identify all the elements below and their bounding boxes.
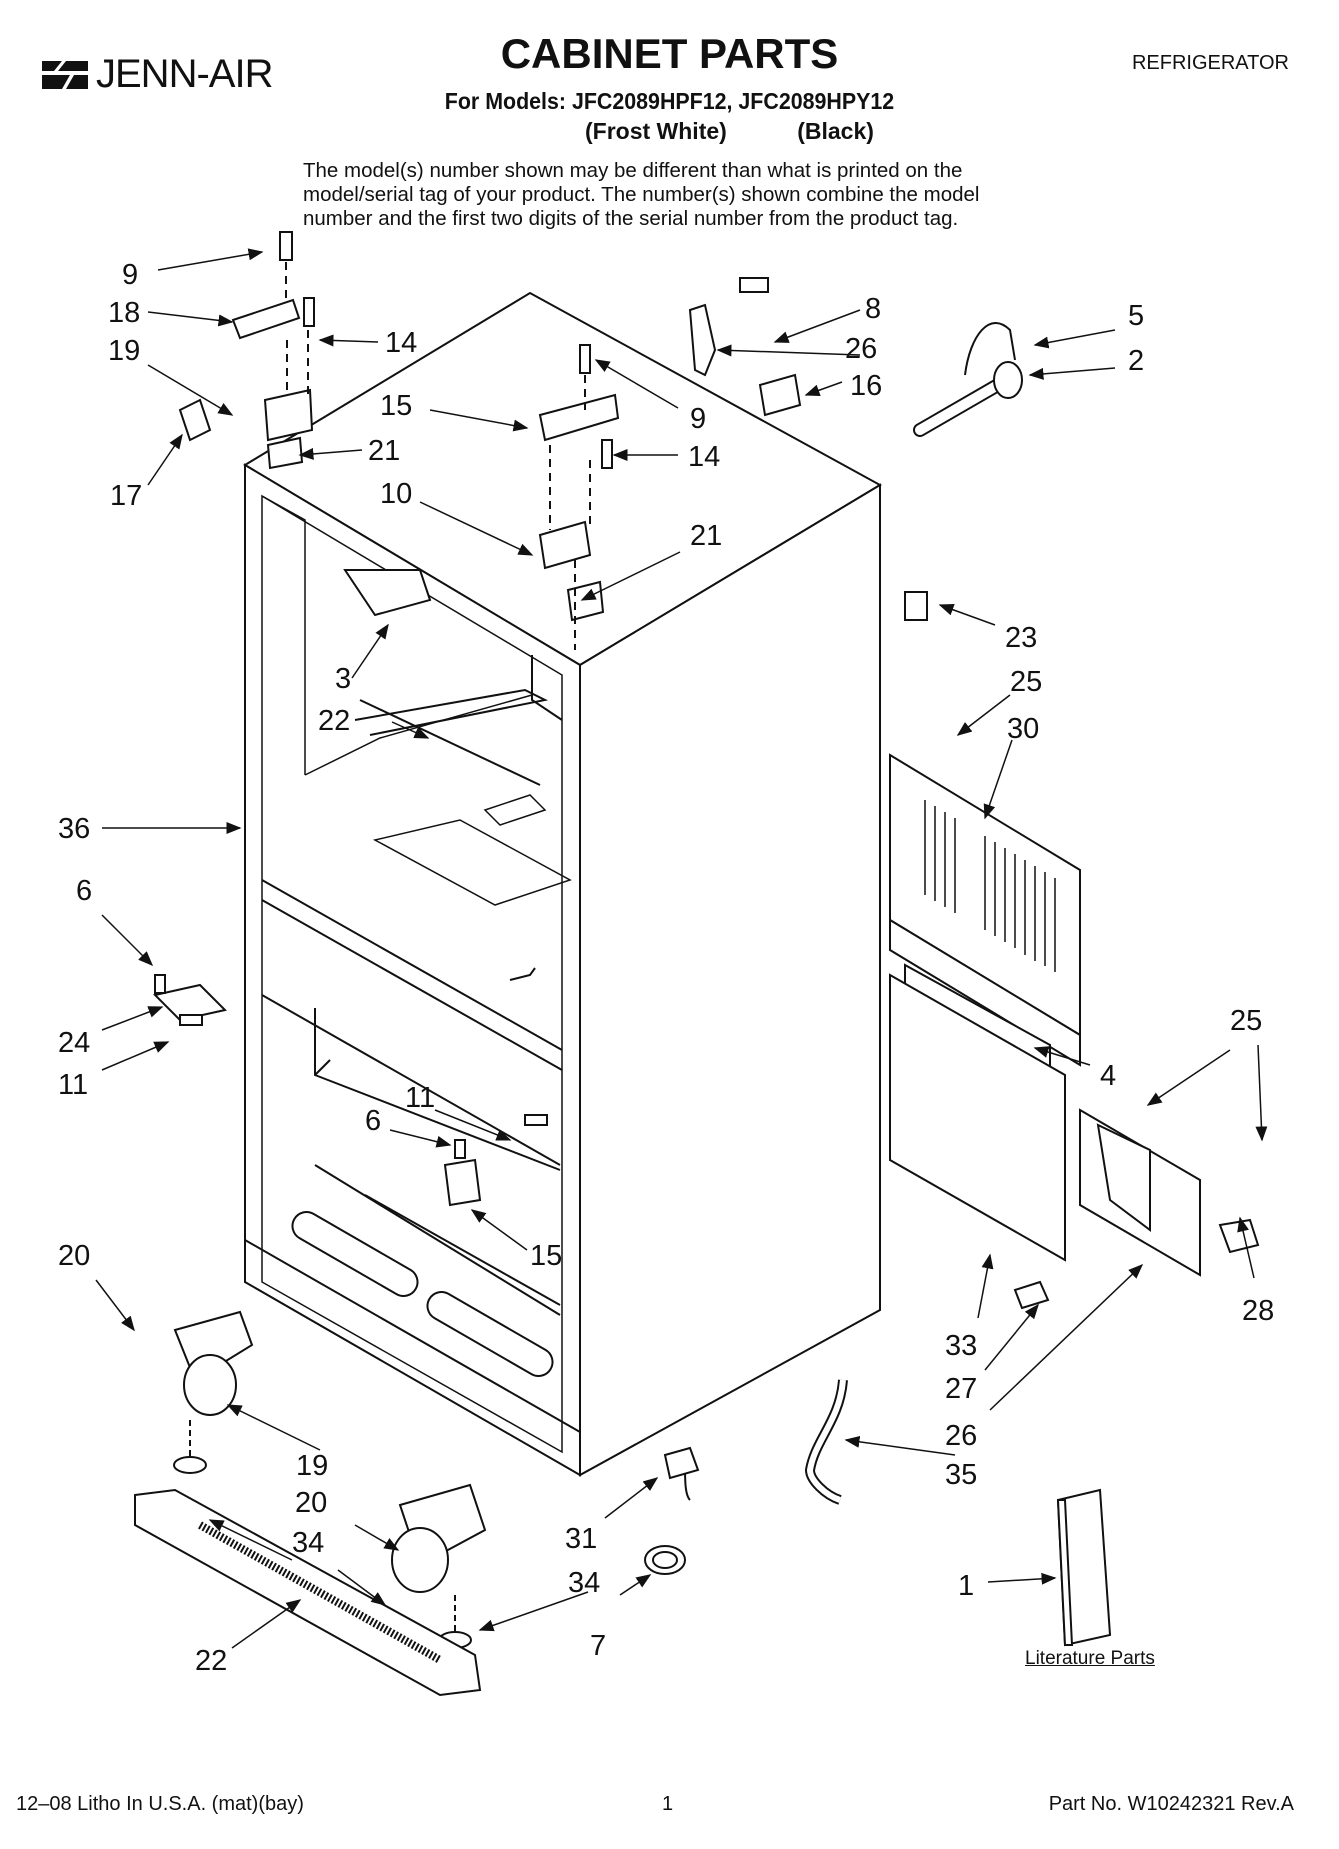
jenn-air-logo-icon [42,60,88,89]
callout-label: 5 [1128,300,1144,332]
page-number: 1 [662,1793,674,1815]
callout-label: 33 [945,1330,977,1362]
callout-label: 17 [110,480,142,512]
callout-label: 4 [1100,1060,1116,1092]
callout-label: 25 [1230,1005,1262,1037]
base-assembly [134,1310,848,1697]
literature-booklet [1056,1488,1112,1647]
callout-label: 8 [865,293,881,325]
part-number: Part No. W10242321 Rev.A [1048,1793,1294,1815]
callout-label: 30 [1007,713,1039,745]
disclaimer-line: The model(s) number shown may be differe… [303,159,963,182]
callout-leaders [95,248,1268,1649]
door-stop-brackets [153,974,548,1207]
callout-label: 28 [1242,1295,1274,1327]
appliance-category: REFRIGERATOR [1131,52,1289,74]
callout-label: 14 [385,327,417,359]
rear-access-cover [889,753,1260,1310]
callout-label: 27 [945,1373,977,1405]
callout-label: 6 [365,1105,381,1137]
callout-label: 14 [688,441,720,473]
callout-label: 35 [945,1459,977,1491]
callout-label: 9 [690,403,706,435]
color-black: (Black) [797,118,874,144]
literature-parts-label: Literature Parts [1025,1648,1155,1669]
callout-label: 25 [1010,666,1042,698]
callout-label: 19 [108,335,140,367]
callout-label: 26 [945,1420,977,1452]
callout-label: 11 [58,1069,88,1101]
callout-label: 18 [108,297,140,329]
callout-label: 34 [568,1567,600,1599]
model-colors: (Frost White) (Black) [585,118,874,145]
footer-print-info: 12–08 Litho In U.S.A. (mat)(bay) [16,1793,304,1815]
callout-label: 15 [530,1240,562,1272]
callout-label: 10 [380,478,412,510]
callout-label: 26 [845,333,877,365]
callout-label: 20 [58,1240,90,1272]
color-frost-white: (Frost White) [585,118,727,144]
callout-label: 22 [318,705,350,737]
callout-labels: 9 18 19 17 14 15 21 10 9 14 21 3 22 8 26… [58,259,1274,1677]
callout-label: 36 [58,813,90,845]
water-inlet-tube [688,277,1023,621]
models-line: For Models: JFC2089HPF12, JFC2089HPY12 [444,88,895,114]
callout-label: 1 [958,1570,974,1602]
page-title: CABINET PARTS [500,30,839,77]
callout-label: 16 [850,370,882,402]
model-disclaimer: The model(s) number shown may be differe… [303,159,1103,231]
callout-label: 22 [195,1645,227,1677]
brand-name: JENN-AIR [96,52,273,96]
disclaimer-line: model/serial tag of your product. The nu… [303,183,980,206]
callout-label: 2 [1128,345,1144,377]
callout-label: 11 [405,1082,435,1114]
callout-label: 7 [590,1630,606,1662]
upper-left-hinge [178,231,315,470]
callout-label: 3 [335,663,351,695]
upper-center-hinge [538,344,620,650]
callout-label: 6 [76,875,92,907]
brand-logo: JENN-AIR [40,52,273,97]
callout-label: 20 [295,1487,327,1519]
callout-label: 31 [565,1523,597,1555]
callout-label: 19 [296,1450,328,1482]
callout-label: 34 [292,1527,324,1559]
callout-label: 21 [368,435,400,467]
callout-label: 9 [122,259,138,291]
callout-label: 24 [58,1027,90,1059]
callout-label: 15 [380,390,412,422]
refrigerator-cabinet [243,291,883,1477]
disclaimer-line: number and the first two digits of the s… [303,207,959,230]
callout-label: 21 [690,520,722,552]
callout-label: 23 [1005,622,1037,654]
